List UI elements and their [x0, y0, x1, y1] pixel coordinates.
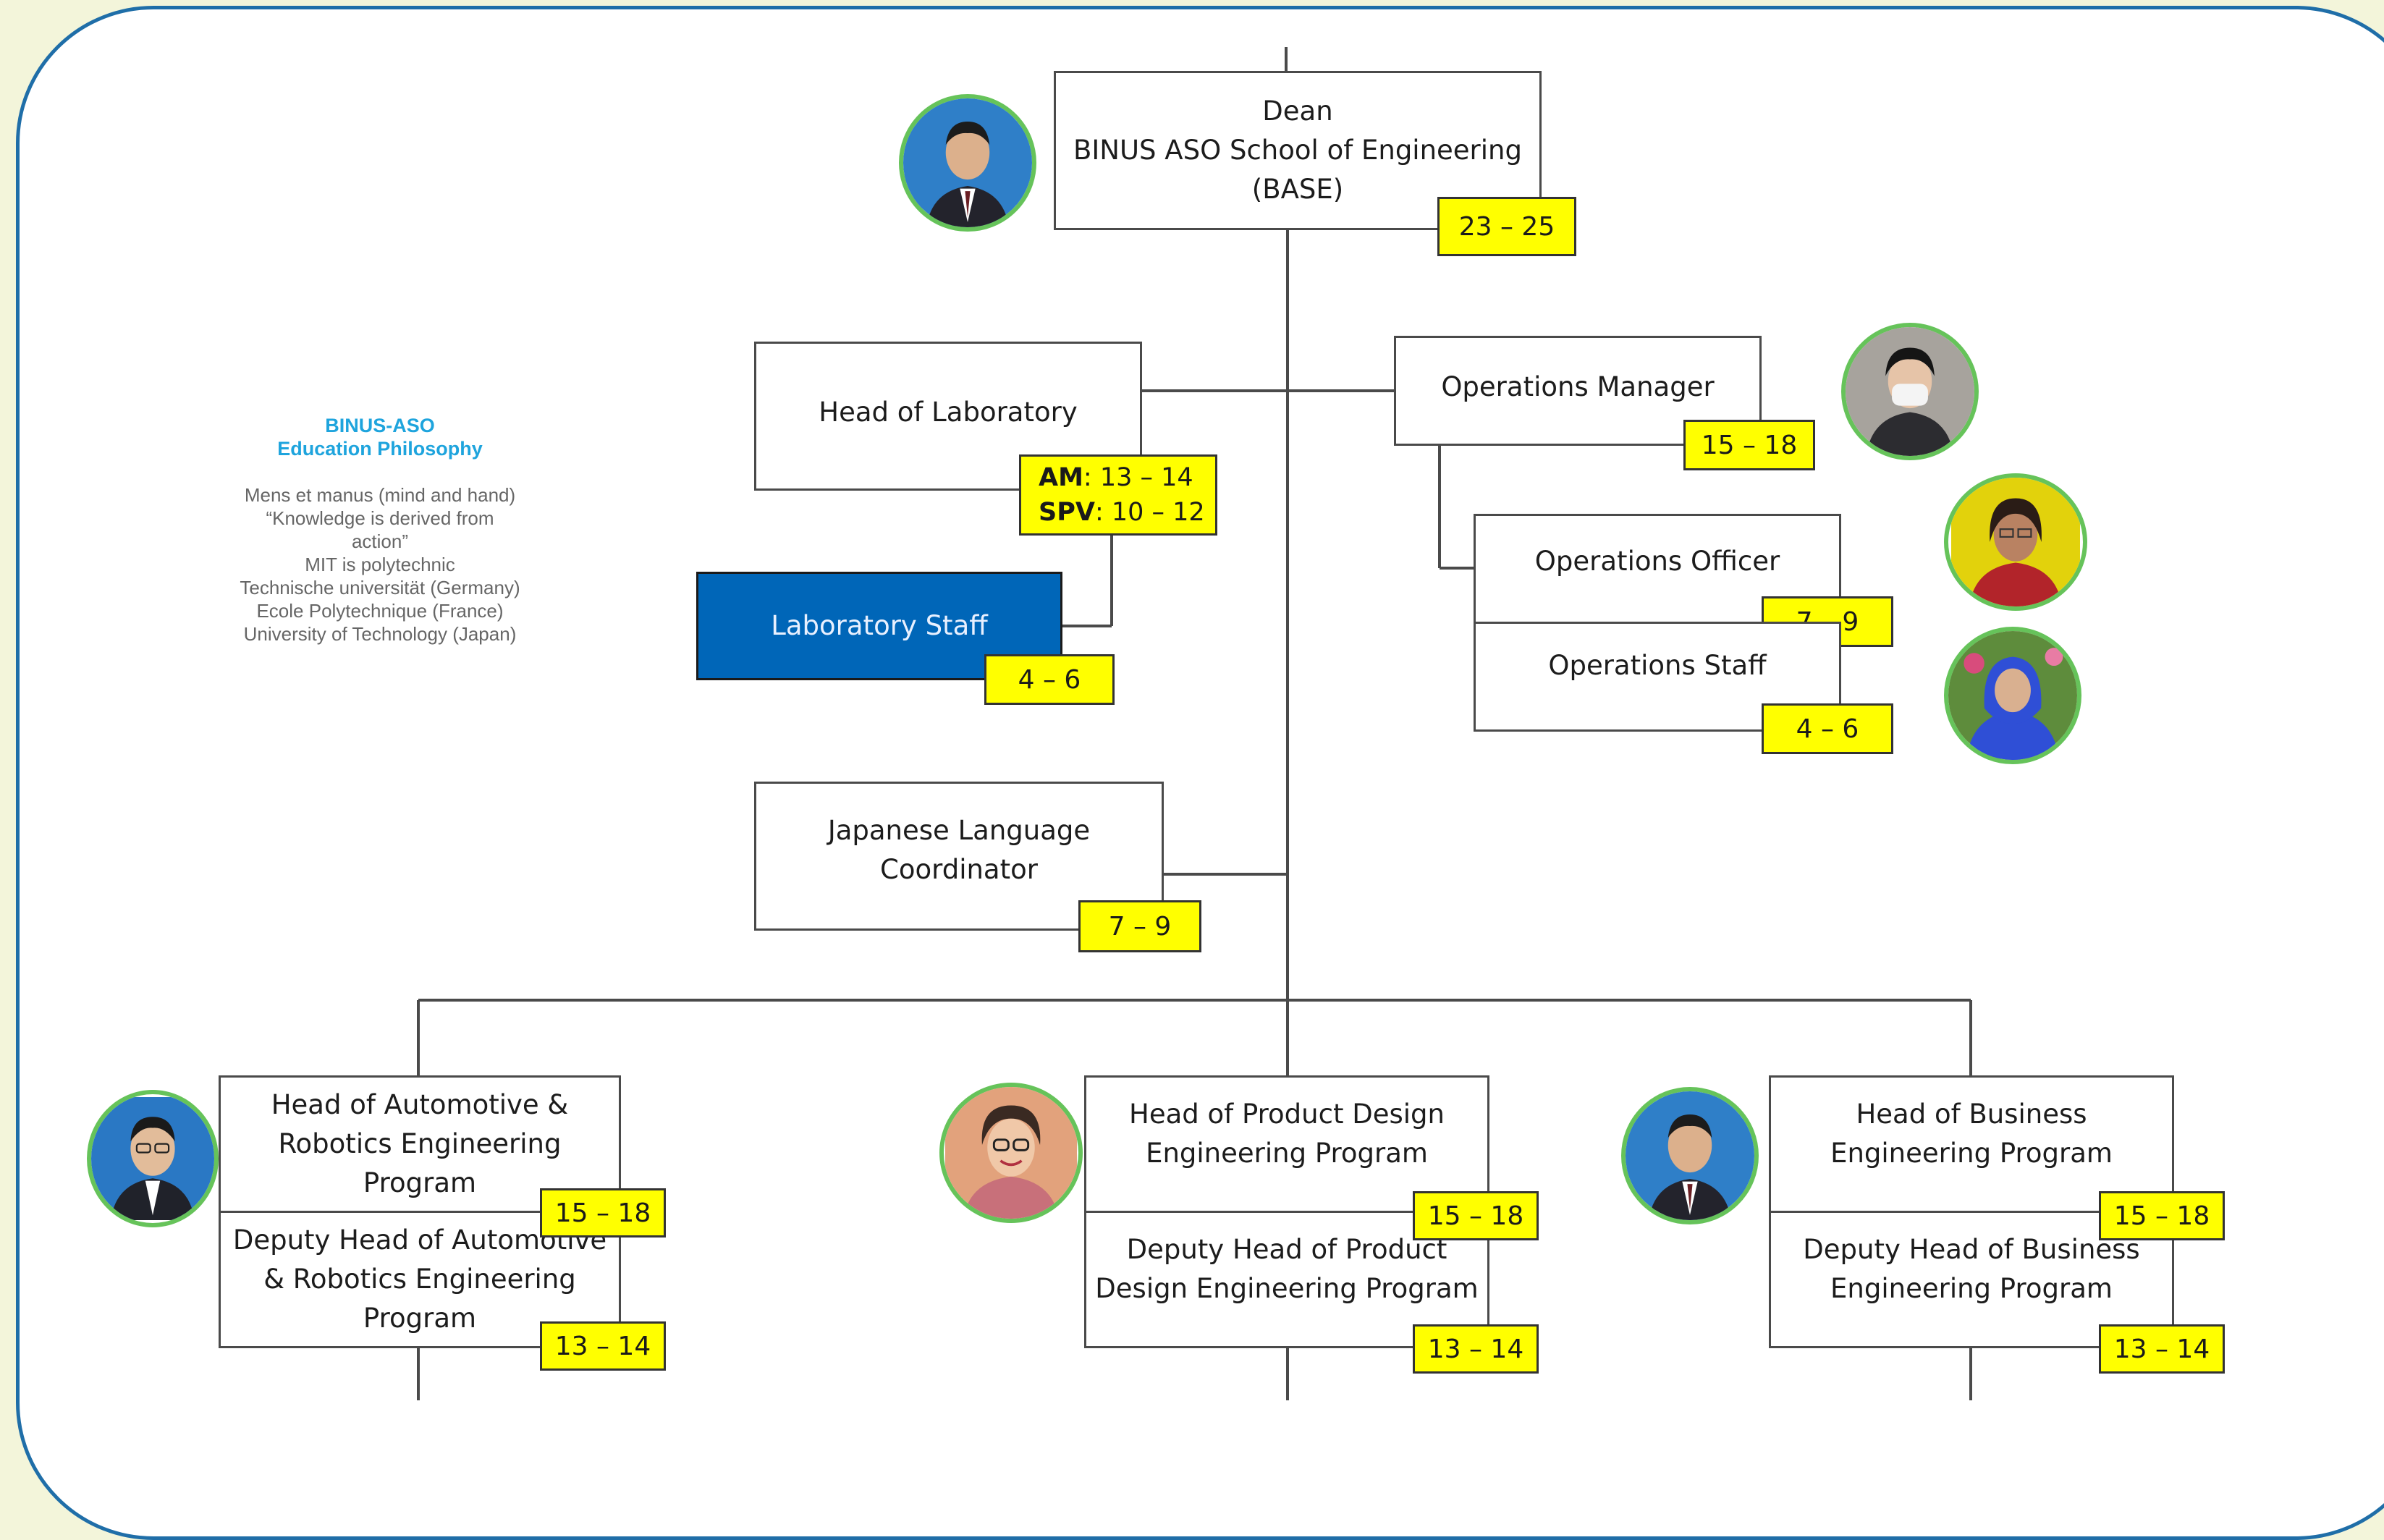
philosophy-title-line1: BINUS-ASO	[325, 415, 435, 436]
philosophy-line: Mens et manus (mind and hand)	[244, 484, 516, 506]
dean-photo	[899, 94, 1036, 232]
business-deputy-line: Engineering Program	[1830, 1273, 2113, 1304]
operations-manager-photo	[1841, 323, 1979, 460]
dean-title: Dean	[1262, 96, 1333, 127]
philosophy-line: “Knowledge is derived from	[266, 507, 494, 529]
japanese-coordinator-grade-badge: 7 – 9	[1078, 900, 1201, 952]
philosophy-title-line2: Education Philosophy	[277, 438, 483, 460]
dean-box: Dean BINUS ASO School of Engineering (BA…	[1054, 71, 1542, 230]
product-design-head-photo	[939, 1083, 1083, 1223]
automotive-head-line: Head of Automotive &	[271, 1089, 569, 1120]
business-head-line: Head of Business	[1856, 1099, 2087, 1130]
laboratory-staff-label: Laboratory Staff	[771, 610, 988, 641]
business-deputy-line: Deputy Head of Business	[1803, 1234, 2140, 1265]
automotive-head-grade-badge: 15 – 18	[540, 1188, 666, 1238]
automotive-deputy-line: & Robotics Engineering	[263, 1264, 576, 1295]
philosophy-body: Mens et manus (mind and hand) “Knowledge…	[210, 483, 550, 646]
product-design-head-box: Head of Product Design Engineering Progr…	[1084, 1075, 1489, 1213]
philosophy-line: action”	[351, 530, 409, 552]
japanese-coordinator-line: Japanese Language	[827, 815, 1091, 846]
head-of-laboratory-grade-badge: AM: 13 – 14 SPV: 10 – 12	[1019, 454, 1217, 536]
head-of-laboratory-label: Head of Laboratory	[819, 397, 1078, 428]
business-head-box: Head of Business Engineering Program	[1769, 1075, 2174, 1213]
operations-staff-label: Operations Staff	[1548, 650, 1767, 681]
laboratory-staff-grade-badge: 4 – 6	[984, 654, 1115, 705]
automotive-deputy-grade-badge: 13 – 14	[540, 1321, 666, 1371]
business-deputy-grade-badge: 13 – 14	[2099, 1324, 2225, 1374]
am-key: AM	[1039, 462, 1083, 492]
philosophy-line: MIT is polytechnic	[305, 554, 455, 575]
operations-staff-photo	[1944, 627, 2081, 764]
operations-officer-label: Operations Officer	[1534, 546, 1780, 577]
automotive-deputy-line: Program	[363, 1303, 477, 1334]
product-head-line: Engineering Program	[1146, 1138, 1428, 1169]
operations-officer-photo	[1944, 473, 2087, 611]
education-philosophy: BINUS-ASO Education Philosophy Mens et m…	[210, 414, 550, 646]
business-head-grade-badge: 15 – 18	[2099, 1191, 2225, 1240]
spv-value: : 10 – 12	[1094, 498, 1205, 528]
laboratory-staff-box: Laboratory Staff	[696, 572, 1062, 680]
product-deputy-line: Deputy Head of Product	[1126, 1234, 1447, 1265]
product-head-line: Head of Product Design	[1129, 1099, 1445, 1130]
product-deputy-line: Design Engineering Program	[1095, 1273, 1479, 1304]
dean-grade-badge: 23 – 25	[1437, 197, 1576, 256]
operations-manager-label: Operations Manager	[1441, 371, 1715, 402]
philosophy-line: Technische universität (Germany)	[240, 577, 520, 598]
operations-manager-grade-badge: 15 – 18	[1683, 420, 1815, 470]
dean-school: BINUS ASO School of Engineering	[1073, 135, 1522, 166]
operations-staff-grade-badge: 4 – 6	[1762, 703, 1893, 754]
dean-abbr: (BASE)	[1251, 174, 1344, 205]
business-head-photo	[1621, 1087, 1759, 1224]
product-head-grade-badge: 15 – 18	[1413, 1191, 1539, 1240]
automotive-head-photo	[87, 1090, 219, 1227]
philosophy-line: Ecole Polytechnique (France)	[256, 600, 504, 622]
automotive-head-line: Program	[363, 1167, 477, 1198]
japanese-coordinator-line: Coordinator	[880, 854, 1038, 885]
philosophy-line: University of Technology (Japan)	[243, 623, 517, 645]
product-deputy-grade-badge: 13 – 14	[1413, 1324, 1539, 1374]
automotive-head-line: Robotics Engineering	[278, 1128, 562, 1159]
business-head-line: Engineering Program	[1830, 1138, 2113, 1169]
am-value: : 13 – 14	[1083, 462, 1193, 492]
spv-key: SPV	[1039, 498, 1095, 528]
